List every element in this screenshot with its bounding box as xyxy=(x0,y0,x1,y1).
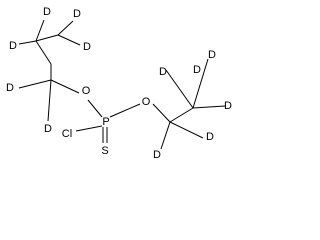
bond-p-cl xyxy=(75,125,103,132)
bond-c-d-right-mid xyxy=(192,105,226,109)
bond-c-o-left xyxy=(50,79,80,94)
bond-top-c-d-right xyxy=(57,20,74,36)
bond-c-d-right-bottom xyxy=(169,121,204,139)
atom-sulfur: S xyxy=(101,145,108,157)
bonds xyxy=(18,19,226,150)
bond-o-p-left xyxy=(87,99,103,118)
atom-d-right-bottom: D xyxy=(153,149,161,161)
atom-d-right-mid: D xyxy=(224,100,232,112)
atom-phosphorus: P xyxy=(102,116,109,128)
bond-top-c-d-left xyxy=(35,19,45,42)
structure-diagram: D D D D D O D P O Cl S D D D D D D xyxy=(6,6,233,161)
atom-d-upper-left: D xyxy=(9,40,17,52)
atom-d-right-lower: D xyxy=(206,131,214,143)
bond-c-d-midleft xyxy=(18,79,52,89)
bond-c-d-right-upper xyxy=(192,58,209,109)
atom-d-top-left: D xyxy=(43,6,51,18)
atom-oxygen-right: O xyxy=(142,96,151,108)
atom-labels: D D D D D O D P O Cl S D D D D D D xyxy=(6,6,232,161)
bond-c-c-left xyxy=(35,40,52,65)
atom-d-right-upper2: D xyxy=(193,64,201,76)
bond-top-c-d-upperright xyxy=(57,34,81,46)
bond-c-c-top xyxy=(35,34,59,42)
atom-chlorine: Cl xyxy=(62,128,72,140)
atom-d-lower-left: D xyxy=(44,123,52,135)
bond-c-c-right xyxy=(169,107,194,123)
bond-c-d-lowerleft xyxy=(47,79,52,122)
bond-top-c-d-upperleft xyxy=(18,40,37,45)
bond-p-o-right xyxy=(109,103,141,118)
atom-d-right-upper: D xyxy=(208,49,216,61)
molecule-svg: D D D D D O D P O Cl S D D D D D D xyxy=(6,6,232,161)
atom-o-left: O xyxy=(82,85,91,97)
atom-d-mid-left: D xyxy=(6,82,14,94)
atom-d-upper-middle: D xyxy=(83,41,91,53)
bond-c-d-right-top xyxy=(165,69,194,109)
bond-o-c-right xyxy=(152,103,171,123)
atom-d-right-top: D xyxy=(159,66,167,78)
bond-c-d-right-lower xyxy=(160,121,171,150)
atom-d-top-right: D xyxy=(73,8,81,20)
